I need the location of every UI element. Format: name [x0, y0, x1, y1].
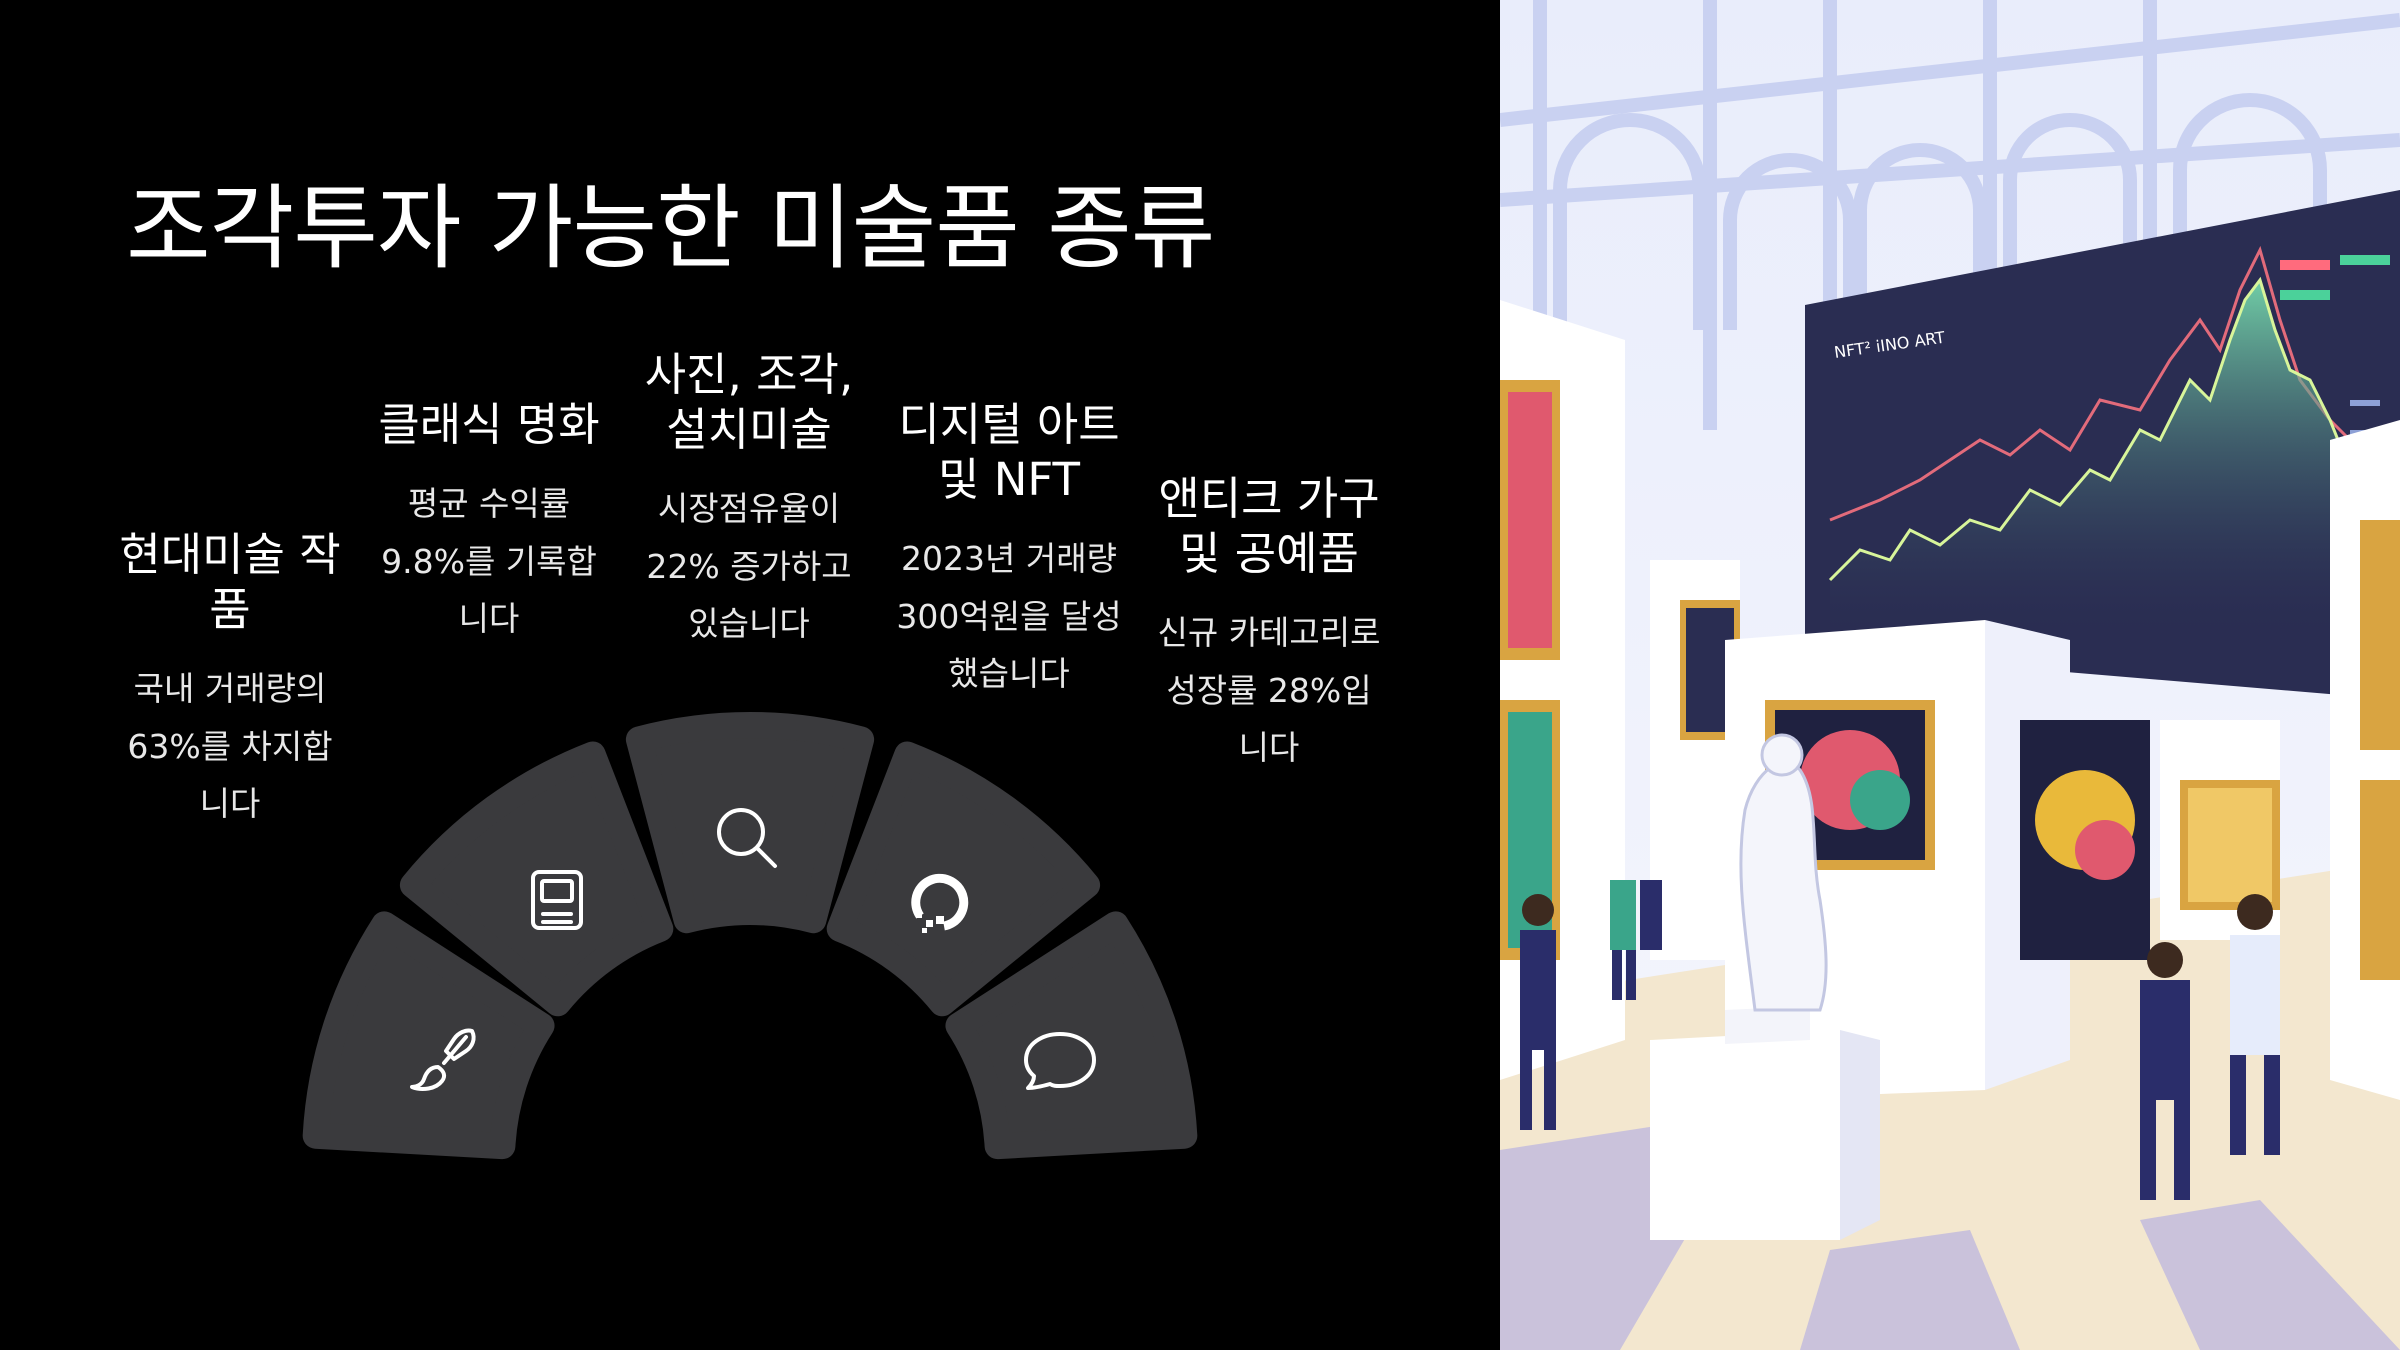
paintbrush-icon — [410, 1028, 476, 1091]
fan-segment-1 — [302, 911, 555, 1160]
category-modern-art: 현대미술 작품 국내 거래량의 63%를 차지합니다 — [115, 528, 345, 833]
search-icon — [717, 808, 777, 868]
chat-bubble-icon — [1024, 1032, 1096, 1090]
category-heading: 현대미술 작품 — [119, 528, 341, 636]
digital-ring-icon — [911, 873, 969, 933]
category-photo-sculpture: 사진, 조각, 설치미술 시장점유율이 22% 증가하고 있습니다 — [634, 348, 864, 653]
fan-segment-2 — [399, 741, 674, 1017]
category-heading: 디지털 아트 및 NFT — [898, 398, 1120, 506]
category-description: 국내 거래량의 63%를 차지합니다 — [127, 668, 333, 824]
category-fan-diagram — [302, 712, 1198, 1160]
category-description: 신규 카테고리로 성장률 28%입니다 — [1157, 612, 1381, 768]
fan-segment-3 — [625, 712, 875, 934]
slide-content: 조각투자 가능한 미술품 종류 현대미술 작품 국내 거래량의 63%를 차지합… — [115, 175, 1384, 1160]
category-description: 평균 수익률 9.8%를 기록합니다 — [381, 483, 597, 639]
easel-icon — [531, 870, 583, 930]
category-digital-nft: 디지털 아트 및 NFT 2023년 거래량 300억원을 달성했습니다 — [894, 398, 1124, 703]
category-classic-painting: 클래식 명화 평균 수익률 9.8%를 기록합니다 — [374, 398, 604, 648]
category-description: 시장점유율이 22% 증가하고 있습니다 — [646, 488, 852, 644]
category-description: 2023년 거래량 300억원을 달성했습니다 — [896, 538, 1122, 694]
slide-title: 조각투자 가능한 미술품 종류 — [126, 175, 1215, 282]
category-heading: 앤티크 가구 및 공예품 — [1158, 472, 1380, 580]
fan-segment-4 — [826, 741, 1101, 1017]
category-heading: 사진, 조각, 설치미술 — [644, 348, 854, 456]
gallery-illustration: NFT² iINO ART — [1500, 0, 2400, 1350]
category-antique-craft: 앤티크 가구 및 공예품 신규 카테고리로 성장률 28%입니다 — [1154, 472, 1384, 777]
category-heading: 클래식 명화 — [378, 398, 600, 451]
